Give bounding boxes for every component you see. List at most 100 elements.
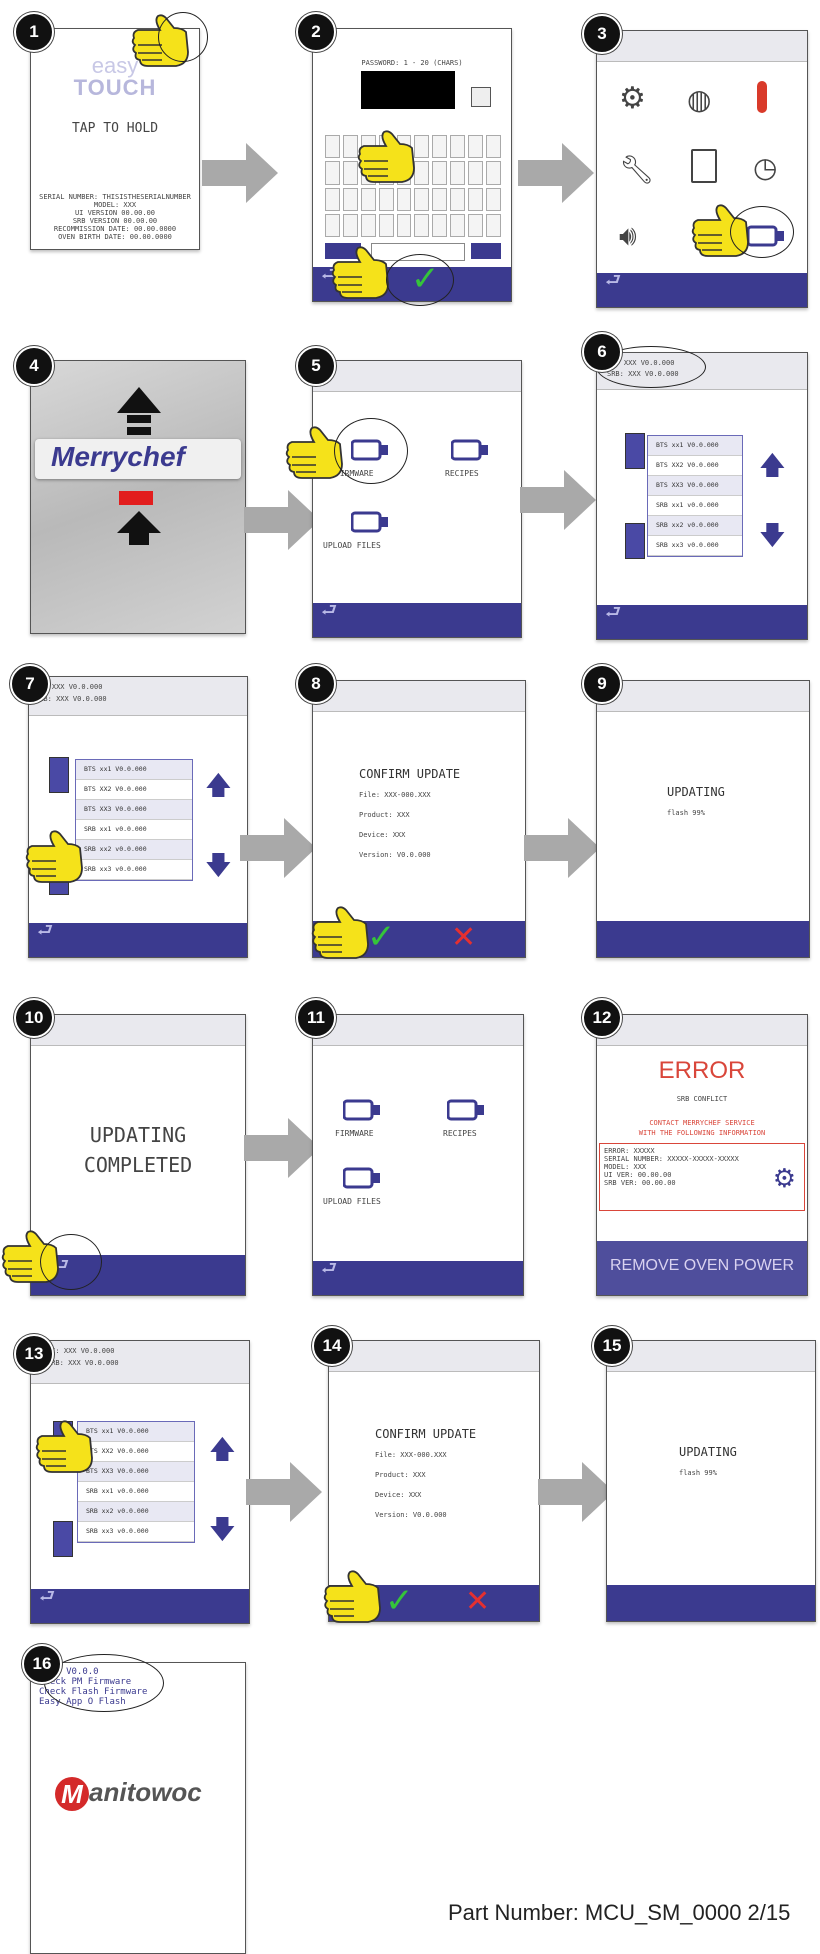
- shift-key[interactable]: [325, 243, 361, 259]
- key[interactable]: [396, 213, 412, 237]
- key[interactable]: [414, 213, 430, 237]
- back-icon[interactable]: ⮐: [605, 602, 622, 623]
- key[interactable]: [468, 161, 484, 185]
- key[interactable]: [468, 187, 484, 211]
- key[interactable]: [432, 161, 448, 185]
- back-icon[interactable]: ⮐: [321, 1258, 338, 1279]
- key[interactable]: [450, 135, 466, 159]
- list-item[interactable]: BTS XX3 V0.0.000: [78, 1462, 194, 1482]
- speaker-icon[interactable]: 🔊︎: [619, 219, 637, 252]
- arrow-down-icon[interactable]: 🡇: [759, 521, 786, 551]
- arrow-down-icon[interactable]: 🡇: [209, 1515, 236, 1545]
- usb-icon[interactable]: [351, 511, 389, 533]
- key[interactable]: [486, 135, 501, 159]
- list-item[interactable]: SRB xx1 v0.0.000: [76, 820, 192, 840]
- contact-line-1: CONTACT MERRYCHEF SERVICE: [649, 1119, 755, 1127]
- key[interactable]: [360, 187, 376, 211]
- back-icon[interactable]: ⮐: [37, 920, 54, 941]
- list-item[interactable]: SRB xx3 v0.0.000: [648, 536, 742, 556]
- key[interactable]: [414, 135, 430, 159]
- key[interactable]: [325, 213, 340, 237]
- key[interactable]: [342, 135, 358, 159]
- clear-icon[interactable]: [471, 87, 491, 107]
- key[interactable]: [486, 187, 501, 211]
- confirm-tick-icon[interactable]: ✓: [385, 1581, 414, 1621]
- file-list: BTS xx1 V0.0.000 BTS XX2 V0.0.000 BTS XX…: [75, 759, 193, 881]
- list-item[interactable]: BTS xx1 V0.0.000: [78, 1422, 194, 1442]
- recipes-label[interactable]: RECIPES: [443, 1129, 477, 1138]
- list-item[interactable]: SRB xx1 v0.0.000: [648, 496, 742, 516]
- password-field[interactable]: [361, 71, 455, 109]
- cancel-cross-icon[interactable]: ✕: [465, 1584, 491, 1619]
- key[interactable]: [325, 135, 340, 159]
- key[interactable]: [468, 135, 484, 159]
- list-item[interactable]: BTS XX2 V0.0.000: [648, 456, 742, 476]
- key[interactable]: [450, 187, 466, 211]
- list-item[interactable]: BTS XX3 V0.0.000: [76, 800, 192, 820]
- key[interactable]: [414, 187, 430, 211]
- list-item[interactable]: SRB xx1 v0.0.000: [78, 1482, 194, 1502]
- key[interactable]: [396, 187, 412, 211]
- scroll-down-button[interactable]: [53, 1521, 73, 1557]
- key[interactable]: [325, 161, 340, 185]
- scroll-down-button[interactable]: [625, 523, 645, 559]
- list-item[interactable]: SRB xx2 v0.0.000: [76, 840, 192, 860]
- globe-icon[interactable]: ◍: [687, 83, 712, 116]
- step9-screen: UPDATING flash 99%: [596, 680, 810, 958]
- thermometer-icon[interactable]: [757, 81, 767, 113]
- key[interactable]: [360, 213, 376, 237]
- list-item[interactable]: SRB xx2 v0.0.000: [78, 1502, 194, 1522]
- arrow-up-icon[interactable]: 🡅: [209, 1435, 236, 1465]
- back-icon[interactable]: ⮐: [605, 270, 622, 291]
- key[interactable]: [450, 213, 466, 237]
- list-item[interactable]: SRB xx3 v0.0.000: [76, 860, 192, 880]
- usb-icon[interactable]: [451, 439, 489, 461]
- key[interactable]: [342, 161, 358, 185]
- file-list: BTS xx1 V0.0.000 BTS XX2 V0.0.000 BTS XX…: [647, 435, 743, 557]
- key[interactable]: [378, 187, 394, 211]
- upload-files-label[interactable]: UPLOAD FILES: [323, 541, 381, 550]
- list-item[interactable]: BTS XX3 V0.0.000: [648, 476, 742, 496]
- manitowoc-m-logo-icon: M: [55, 1777, 89, 1811]
- list-item[interactable]: BTS XX2 V0.0.000: [76, 780, 192, 800]
- list-item[interactable]: BTS XX2 V0.0.000: [78, 1442, 194, 1462]
- recipes-label[interactable]: RECIPES: [445, 469, 479, 478]
- list-item[interactable]: SRB xx3 v0.0.000: [78, 1522, 194, 1542]
- usb-icon[interactable]: [447, 1099, 485, 1121]
- list-item[interactable]: BTS xx1 V0.0.000: [648, 436, 742, 456]
- scroll-up-button[interactable]: [49, 757, 69, 793]
- upload-files-label[interactable]: UPLOAD FILES: [323, 1197, 381, 1206]
- cancel-cross-icon[interactable]: ✕: [451, 920, 477, 955]
- tap-to-hold[interactable]: TAP TO HOLD: [71, 121, 159, 136]
- key[interactable]: [414, 161, 430, 185]
- back-icon[interactable]: ⮐: [39, 1586, 56, 1607]
- wrench-icon[interactable]: 🔧︎: [619, 153, 655, 186]
- key[interactable]: [486, 161, 501, 185]
- arrow-up-icon[interactable]: 🡅: [205, 771, 232, 801]
- key[interactable]: [468, 213, 484, 237]
- arrow-up-icon[interactable]: 🡅: [759, 451, 786, 481]
- firmware-label[interactable]: FIRMWARE: [335, 1129, 374, 1138]
- list-item[interactable]: SRB xx2 v0.0.000: [648, 516, 742, 536]
- key[interactable]: [432, 135, 448, 159]
- key[interactable]: [432, 187, 448, 211]
- key[interactable]: [450, 161, 466, 185]
- key[interactable]: [342, 213, 358, 237]
- key[interactable]: [342, 187, 358, 211]
- confirm-tick-icon[interactable]: ✓: [367, 917, 396, 957]
- list-item[interactable]: BTS xx1 V0.0.000: [76, 760, 192, 780]
- usb-icon[interactable]: [343, 1099, 381, 1121]
- backspace-key[interactable]: [471, 243, 501, 259]
- clock-icon[interactable]: ◷: [753, 151, 778, 184]
- key[interactable]: [486, 213, 501, 237]
- clipboard-icon[interactable]: [691, 149, 717, 183]
- key[interactable]: [378, 213, 394, 237]
- usb-icon[interactable]: [343, 1167, 381, 1189]
- key[interactable]: [325, 187, 340, 211]
- key[interactable]: [432, 213, 448, 237]
- arrow-down-icon[interactable]: 🡇: [205, 851, 232, 881]
- scroll-up-button[interactable]: [625, 433, 645, 469]
- gear-icon[interactable]: ⚙: [619, 81, 646, 116]
- back-icon[interactable]: ⮐: [321, 600, 338, 621]
- power-button[interactable]: [119, 491, 153, 505]
